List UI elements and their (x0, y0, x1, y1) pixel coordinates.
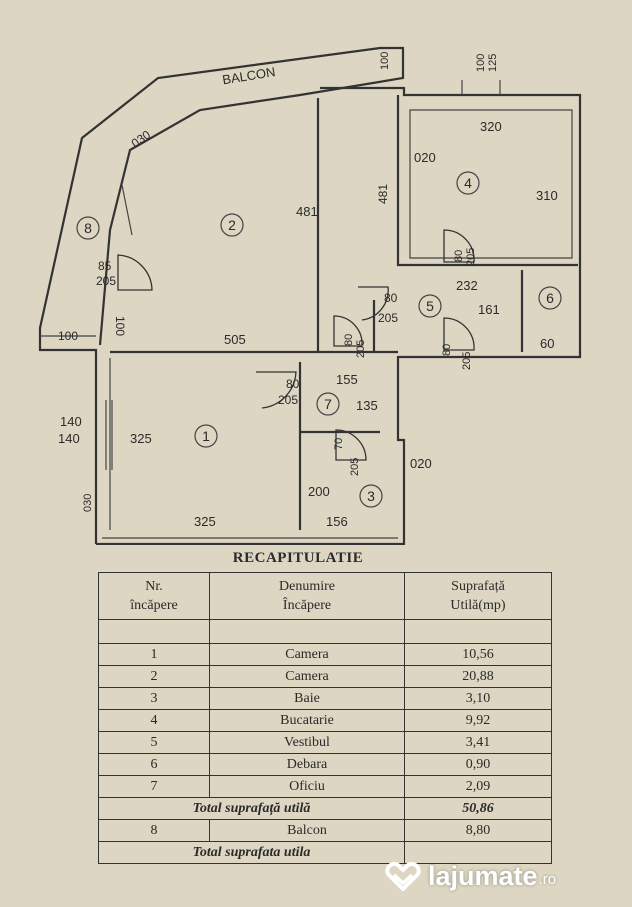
room-5-number: 5 (426, 298, 434, 314)
header-nr: Nr.încăpere (98, 572, 210, 620)
dim-top-125: 125 (487, 54, 499, 72)
dim-100-left: 100 (58, 329, 78, 343)
dim-232: 232 (456, 278, 478, 293)
dim-70: 70 (333, 438, 345, 450)
heart-logo-icon (385, 861, 421, 891)
dim-100-balcony: 100 (113, 316, 127, 336)
dim-200: 200 (308, 484, 330, 499)
dim-020-kitchen: 020 (414, 150, 436, 165)
dim-80-vestibul: 80 (384, 291, 398, 305)
room-4-number: 4 (464, 175, 472, 191)
dim-80-kitchen-door: 80 (453, 250, 465, 262)
site-watermark: lajumate.ro (384, 854, 556, 898)
dim-205-kitchen-door: 205 (465, 248, 477, 266)
floor-plan: 1 2 3 4 5 6 7 8 BALCON 100 100 125 030 4… (38, 46, 582, 545)
dim-481-b: 481 (376, 184, 390, 204)
dim-205-v: 205 (355, 340, 367, 358)
plan-walls (38, 46, 582, 545)
dim-205-debara: 205 (461, 352, 473, 370)
dim-505: 505 (224, 332, 246, 347)
dim-140-b: 140 (58, 431, 80, 446)
dim-030-top: 030 (129, 127, 154, 150)
dim-205-vestibul: 205 (378, 311, 398, 325)
dim-205-oficiu: 205 (278, 393, 298, 407)
dim-155: 155 (336, 372, 358, 387)
dim-205-bath: 205 (349, 458, 361, 476)
watermark-suffix: .ro (538, 870, 557, 888)
dim-140-a: 140 (60, 414, 82, 429)
dim-135: 135 (356, 398, 378, 413)
dim-85: 85 (98, 259, 112, 273)
dim-161: 161 (478, 302, 500, 317)
dim-325-horizontal: 325 (194, 514, 216, 529)
dim-156: 156 (326, 514, 348, 529)
total-row-2: Total suprafata utila (98, 841, 552, 864)
door-arcs (117, 229, 475, 461)
dim-310: 310 (536, 188, 558, 203)
dim-205-balcony: 205 (96, 274, 116, 288)
dim-80-v: 80 (343, 334, 355, 346)
dim-80-debara: 80 (441, 344, 453, 356)
room-markers: 1 2 3 4 5 6 7 8 (76, 171, 562, 508)
room-6-number: 6 (546, 290, 554, 306)
dimension-labels: BALCON 100 100 125 030 481 481 020 320 3… (58, 52, 558, 529)
dim-60: 60 (540, 336, 554, 351)
recap-title: RECAPITULATIE (232, 550, 364, 566)
watermark-brand: lajumate (428, 860, 538, 891)
room-1-number: 1 (202, 428, 210, 444)
dim-325-vertical: 325 (130, 431, 152, 446)
room-8-number: 8 (84, 220, 92, 236)
dim-top-100: 100 (379, 52, 391, 70)
room-3-number: 3 (367, 488, 375, 504)
dim-481-a: 481 (296, 204, 318, 219)
dim-020-bath: 020 (410, 456, 432, 471)
dim-030-left: 030 (82, 494, 94, 512)
dim-top-100b: 100 (475, 54, 487, 72)
room-7-number: 7 (324, 396, 332, 412)
room-2-number: 2 (228, 217, 236, 233)
dim-320: 320 (480, 119, 502, 134)
dim-80-oficiu: 80 (286, 377, 300, 391)
